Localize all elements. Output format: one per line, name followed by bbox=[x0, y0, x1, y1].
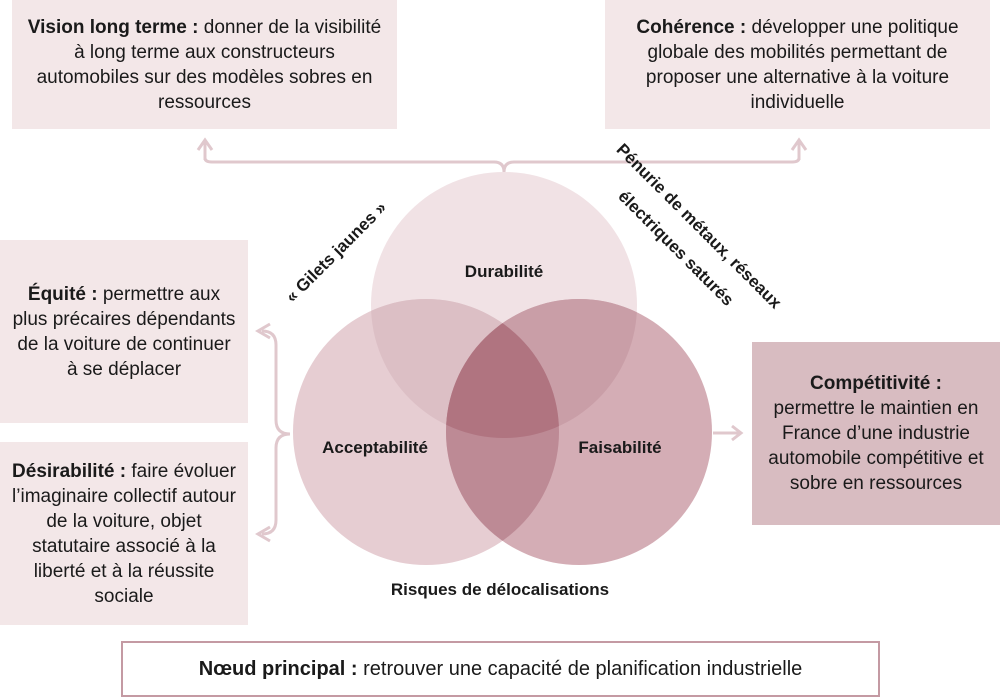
coherence-title: Cohérence : bbox=[636, 16, 747, 38]
vision-box: Vision long terme : donner de la visibil… bbox=[12, 0, 397, 129]
desirabilite-title: Désirabilité : bbox=[12, 460, 127, 482]
left-bracket-arrow-bottom bbox=[255, 525, 271, 543]
overlap-center bbox=[446, 299, 559, 438]
vision-text: donner de la visibilité à long terme aux… bbox=[36, 16, 382, 113]
left-bracket-arrow-top bbox=[255, 322, 271, 340]
noeud-title: Nœud principal : bbox=[198, 657, 358, 680]
competitivite-text: permettre le maintien en France d’une in… bbox=[768, 398, 984, 494]
top-bracket bbox=[203, 157, 801, 173]
annotation-penurie-line1: Pénurie de métaux, réseaux bbox=[613, 140, 786, 313]
equite-box: Équité : permettre aux plus précaires dé… bbox=[0, 240, 248, 423]
noeud-principal-box: Nœud principal : retrouver une capacité … bbox=[121, 641, 880, 697]
label-acceptabilite: Acceptabilité bbox=[322, 438, 428, 457]
left-bracket bbox=[261, 329, 291, 536]
desirabilite-box: Désirabilité : faire évoluer l’imaginair… bbox=[0, 442, 248, 625]
label-faisabilite: Faisabilité bbox=[578, 438, 661, 457]
annotation-delocalisations: Risques de délocalisations bbox=[391, 580, 609, 599]
label-durabilite: Durabilité bbox=[465, 262, 543, 281]
vision-title: Vision long terme : bbox=[27, 16, 199, 38]
equite-title: Équité : bbox=[27, 283, 98, 305]
noeud-text: retrouver une capacité de planification … bbox=[363, 657, 803, 680]
desirabilite-text: faire évoluer l’imaginaire collectif aut… bbox=[12, 460, 236, 607]
coherence-box: Cohérence : développer une politique glo… bbox=[605, 0, 990, 129]
equite-text: permettre aux plus précaires dépendants … bbox=[12, 283, 236, 380]
competitivite-title: Compétitivité : bbox=[810, 373, 942, 394]
competitivite-box: Compétitivité : permettre le maintien en … bbox=[752, 342, 1000, 525]
coherence-text: développer une politique globale des mob… bbox=[645, 16, 959, 113]
